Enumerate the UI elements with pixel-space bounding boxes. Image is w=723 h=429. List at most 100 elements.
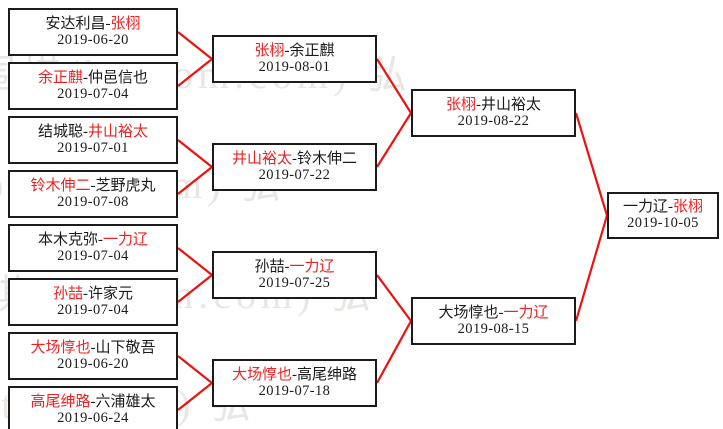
player-left: 大场惇也 [30,339,91,356]
match-date: 2019-06-24 [57,409,129,426]
match-players: 安达利昌-张栩 [45,16,140,32]
player-right: 井山裕太 [88,123,149,140]
player-left: 大场惇也 [231,366,292,383]
player-separator: - [90,339,96,356]
match-players: 大场惇也-高尾绅路 [232,367,357,383]
player-separator: - [476,96,481,113]
player-right: 井山裕太 [481,96,542,113]
match-date: 2019-07-01 [57,139,129,156]
connector-line [376,320,412,384]
player-left: 孙喆 [52,285,83,302]
connector-line [574,215,609,322]
player-right: 张栩 [673,199,704,216]
match-players: 孙喆-一力辽 [254,259,334,275]
match-players: 高尾绅路-六浦雄太 [30,394,155,410]
player-left: 张栩 [254,42,285,59]
player-left: 一力辽 [622,199,668,216]
connector-line [177,58,213,87]
connector-line [376,274,412,322]
match-players: 大场惇也-山下敬吾 [30,340,155,356]
match-players: 井山裕太-铃木伸二 [232,151,357,167]
player-separator: - [284,42,290,59]
player-left: 大场惇也 [438,304,499,321]
connector-line [574,112,609,216]
match-players: 张栩-井山裕太 [446,97,541,113]
player-right: 铃木伸二 [297,150,358,167]
player-left: 高尾绅路 [30,393,91,410]
match-date: 2019-07-22 [258,166,331,183]
player-separator: - [498,304,504,321]
match-date: 2019-07-18 [258,382,331,399]
player-right: 山下敬吾 [95,339,156,356]
player-separator: - [90,393,96,410]
player-separator: - [83,285,88,302]
player-right: 芝野虎丸 [95,177,156,194]
player-right: 高尾绅路 [297,366,358,383]
match-date: 2019-06-20 [57,355,129,372]
match-date: 2019-07-25 [258,274,331,291]
connector-line [376,112,412,168]
match-date: 2019-10-05 [627,215,699,232]
match-players: 大场惇也-一力辽 [438,305,548,321]
match-date: 2019-08-22 [457,112,530,129]
player-right: 许家元 [88,285,134,302]
connector-line [177,166,213,195]
player-separator: - [98,231,103,248]
match-players: 余正麒-仲邑信也 [38,70,148,86]
player-right: 余正麒 [289,42,335,59]
match-players: 结城聪-井山裕太 [38,124,148,140]
player-right: 一力辽 [103,231,149,248]
player-left: 铃木伸二 [30,177,91,194]
match-players: 张栩-余正麒 [254,43,334,59]
player-separator: - [284,258,290,275]
match-date: 2019-07-08 [57,193,129,210]
connector-line [177,247,213,276]
match-players: 铃木伸二-芝野虎丸 [30,178,155,194]
player-separator: - [668,199,673,216]
player-left: 本木克弥 [37,231,98,248]
match-date: 2019-06-20 [57,31,129,48]
player-left: 余正麒 [37,69,83,86]
player-left: 井山裕太 [231,150,292,167]
player-right: 一力辽 [503,304,549,321]
match-date: 2019-07-04 [57,85,129,102]
connector-line [177,355,213,384]
player-left: 孙喆 [254,258,285,275]
connector-line [177,31,213,60]
player-separator: - [105,15,111,32]
player-right: 张栩 [110,15,141,32]
match-date: 2019-08-15 [457,320,530,337]
player-right: 仲邑信也 [88,69,149,86]
match-date: 2019-07-04 [57,247,129,264]
connector-line [177,382,213,411]
player-left: 结城聪 [37,123,83,140]
player-separator: - [90,177,96,194]
connector-line [177,274,213,303]
player-separator: - [292,366,297,383]
connector-line [376,58,412,114]
player-separator: - [83,123,88,140]
player-right: 一力辽 [289,258,335,275]
match-players: 一力辽-张栩 [623,199,703,215]
connector-line [177,139,213,168]
player-left: 安达利昌 [45,15,106,32]
match-players: 本木克弥-一力辽 [38,232,148,248]
player-separator: - [83,69,88,86]
player-right: 六浦雄太 [95,393,156,410]
match-date: 2019-08-01 [258,58,331,75]
